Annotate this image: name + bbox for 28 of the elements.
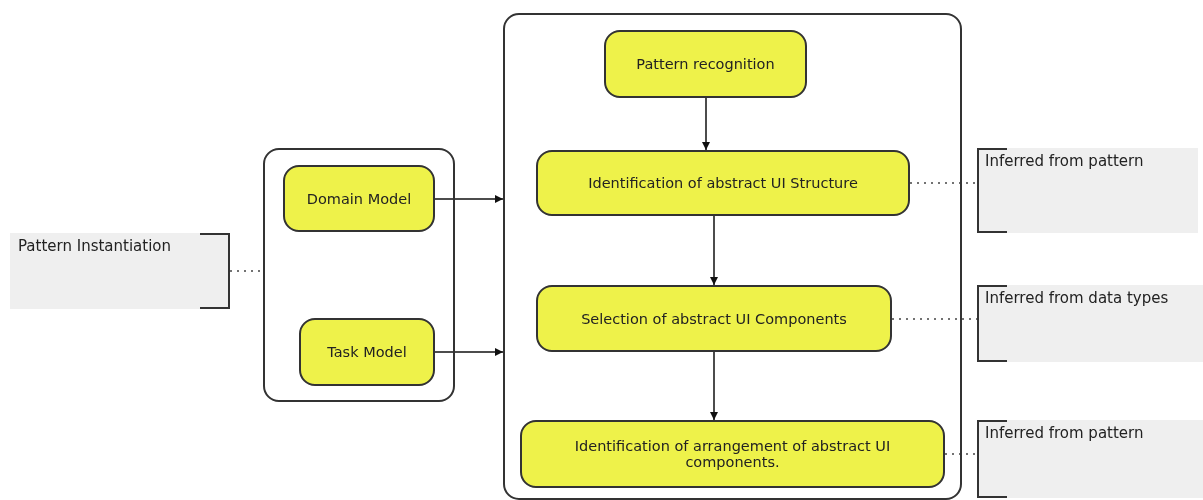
process-label: Identification of abstract UI Structure: [588, 175, 858, 191]
process-box: [520, 420, 945, 488]
annotation-note: [977, 285, 1203, 362]
process-box: [536, 285, 892, 352]
process-box: [299, 318, 435, 386]
process-label: Domain Model: [306, 190, 412, 207]
arrow: [434, 195, 504, 203]
note-text: Inferred from data types: [985, 289, 1169, 307]
note-text: Inferred from pattern: [985, 424, 1144, 442]
arrow: [434, 348, 504, 356]
arrow: [710, 351, 718, 421]
annotation-note: [977, 148, 1198, 233]
annotation-note: [10, 233, 230, 309]
process-label: Task Model: [327, 344, 407, 360]
process-label: Selection of abstract UI Components: [581, 310, 847, 327]
dotted-connector: [909, 182, 978, 184]
process-label: Pattern recognition: [636, 56, 775, 72]
group-container: [503, 13, 962, 500]
arrow: [710, 215, 718, 286]
process-label: Identification of arrangement of abstract UI components.: [573, 438, 892, 470]
arrow: [702, 97, 710, 151]
note-text: Inferred from pattern: [985, 152, 1144, 170]
group-container: [263, 148, 455, 402]
process-box: [283, 165, 435, 232]
process-box: [536, 150, 910, 216]
annotation-note: [977, 420, 1203, 498]
process-box: [604, 30, 807, 98]
note-text: Pattern Instantiation: [18, 237, 172, 255]
